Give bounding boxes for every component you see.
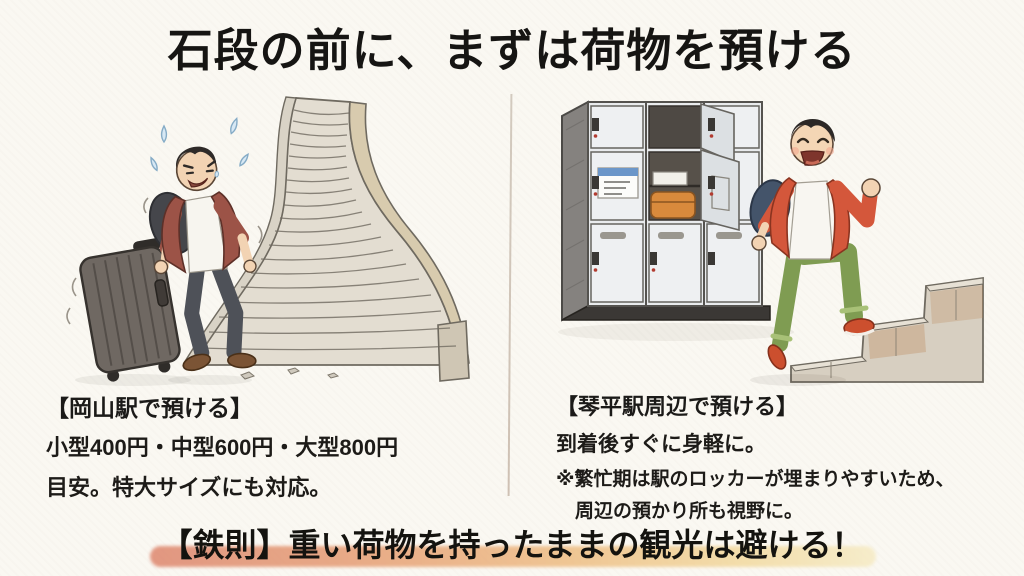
suitcase-shadow — [75, 374, 191, 386]
right-illustration-coin-lockers-happy-traveler — [558, 100, 984, 386]
shoe — [227, 352, 257, 369]
jacket — [161, 195, 187, 274]
nearby-storage-note: 周辺の預かり所も視野に。 — [575, 501, 804, 522]
grimace-mouth — [187, 177, 209, 188]
price-line: 小型400円・中型600円・大型800円 — [46, 435, 399, 460]
happy-closed-eyes — [796, 137, 830, 144]
happy-traveler-figure — [749, 118, 881, 370]
jacket — [769, 177, 798, 259]
figure-shadow — [168, 375, 252, 385]
marker-highlight — [150, 546, 876, 567]
coin-lockers — [561, 100, 771, 322]
stone-steps — [790, 276, 984, 383]
motion-lines — [66, 197, 263, 325]
sweat-drops — [150, 117, 249, 172]
tshirt — [185, 194, 228, 274]
pant-cuff — [839, 305, 869, 314]
stored-box — [652, 171, 688, 186]
page-title: 石段の前に、まずは荷物を預ける — [167, 25, 857, 76]
hand — [243, 259, 257, 273]
tshirt — [788, 180, 834, 260]
worried-eyebrows — [182, 160, 217, 169]
size-line: 目安。特大サイズにも対応。 — [46, 475, 332, 500]
swung-open-door — [700, 148, 740, 232]
tired-traveler-figure — [148, 146, 257, 372]
door-handles — [600, 232, 742, 239]
leg — [211, 260, 244, 360]
stored-orange-bag — [650, 191, 696, 219]
rule-banner-inner: 【鉄則】重い荷物を持ったままの観光は避ける！ — [150, 520, 876, 567]
locker-info-sign — [597, 167, 639, 199]
okayama-station-text-block: 【岡山駅で預ける】 小型400円・中型600円・大型800円 目安。特大サイズに… — [46, 389, 496, 510]
lock-indicators — [593, 134, 714, 272]
locker-locks — [592, 118, 715, 265]
sweat-bead — [214, 170, 219, 178]
hair — [176, 146, 217, 169]
kotohira-station-text-block: 【琴平駅周辺で預ける】 到着後すぐに身軽に。 ※繁忙期は駅のロッカーが埋まりやす… — [556, 389, 1016, 528]
stone-stairs — [182, 96, 470, 382]
shoe — [182, 353, 212, 372]
blush — [791, 147, 799, 155]
leg — [184, 263, 210, 361]
hair — [791, 118, 835, 142]
open-locker-top — [648, 105, 702, 149]
pebbles — [240, 367, 340, 380]
raised-fist — [861, 178, 881, 198]
figure-shadow — [750, 374, 846, 386]
rule-text: 【鉄則】重い荷物を持ったままの観光は避ける！ — [160, 527, 864, 563]
raised-leg — [795, 243, 863, 325]
kotohira-heading: 【琴平駅周辺で預ける】 — [556, 394, 799, 419]
footer-banner: 【鉄則】重い荷物を持ったままの観光は避ける！ — [0, 520, 1024, 567]
hand-on-handle — [153, 259, 169, 275]
center-divider-line — [507, 93, 513, 497]
sneaker — [767, 344, 787, 370]
weary-eyes — [185, 169, 214, 175]
pant-cuff — [770, 333, 793, 342]
fist — [751, 235, 767, 251]
stair-treads — [199, 109, 457, 351]
busy-season-note: ※繁忙期は駅のロッカーが埋まりやすいため、 — [556, 469, 955, 490]
arrival-line: 到着後すぐに身軽に。 — [556, 433, 766, 456]
leg — [772, 250, 802, 352]
locker-shadow — [558, 323, 794, 341]
rolling-suitcase — [79, 238, 181, 382]
okayama-heading: 【岡山駅で預ける】 — [46, 395, 253, 421]
blush — [826, 147, 834, 155]
raised-arm — [829, 180, 878, 228]
left-illustration-tired-traveler-stone-stairs — [66, 96, 470, 386]
